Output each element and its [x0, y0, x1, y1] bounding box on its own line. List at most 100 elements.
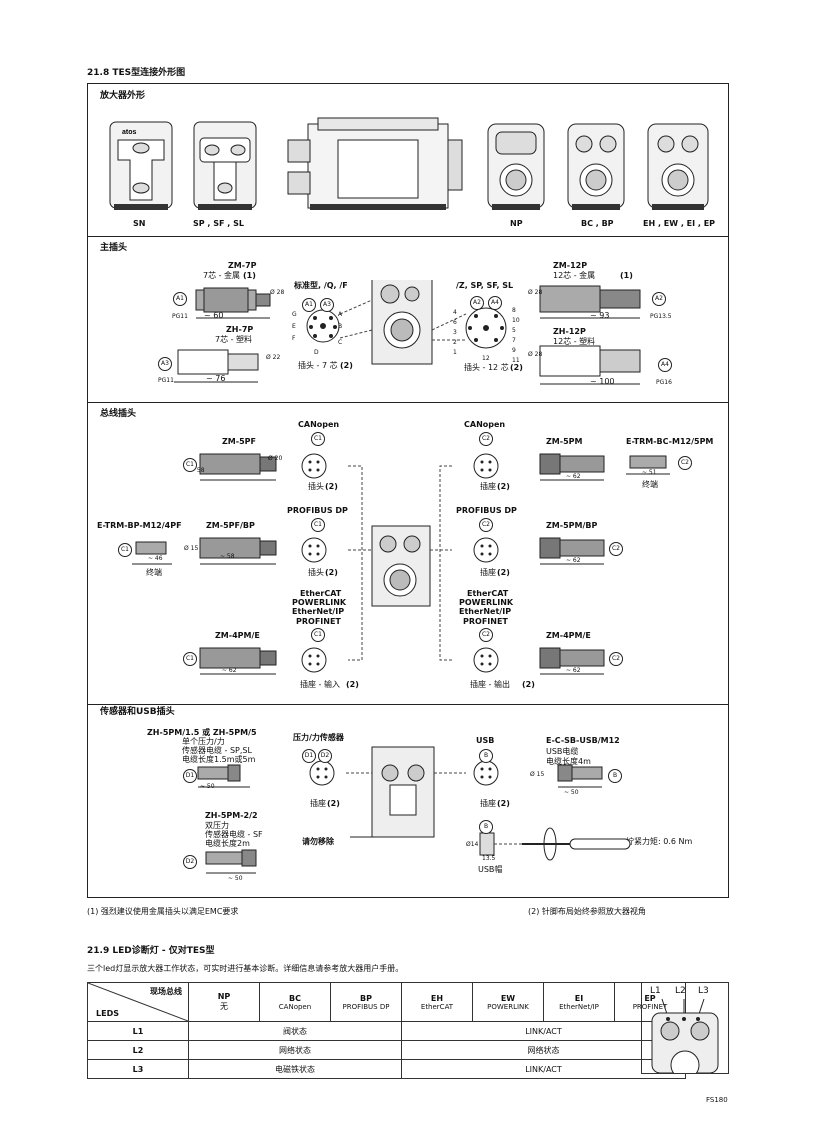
ethernetip-right: EtherNet/IP — [459, 607, 512, 616]
terminal-right: 终端 — [642, 480, 658, 489]
zh12p-title: ZH-12P — [553, 327, 586, 336]
profinet-right: PROFINET — [463, 617, 508, 626]
dim-62c: ~ 62 — [566, 557, 581, 564]
dim-58a: ~ 58 — [190, 467, 205, 474]
dim-dia28b: Ø 28 — [528, 289, 543, 296]
ecsb-line2: 电缆长度4m — [546, 757, 591, 766]
marker-b-cable: B — [608, 769, 622, 783]
usb-title: USB — [476, 736, 495, 745]
corner-bottom: LEDS — [96, 1009, 119, 1018]
marker-d2: D2 — [183, 855, 197, 869]
zm7p-title: ZM-7P — [228, 261, 257, 270]
marker-a3-left: A3 — [158, 357, 172, 371]
alt-plug: 插头 - 12 芯 — [464, 363, 509, 372]
marker-c1-d: C1 — [311, 432, 325, 446]
canopen-right: CANopen — [464, 420, 506, 429]
ecsb-line1: USB电缆 — [546, 747, 579, 756]
marker-a4-right: A4 — [658, 358, 672, 372]
dim-dia15: Ø 15 — [184, 545, 199, 552]
pin12-10: 10 — [512, 317, 520, 324]
corner-cell: 现场总线 LEDS — [87, 982, 189, 1022]
zm12p-note: (1) — [620, 271, 633, 280]
pin12-6: 6 — [453, 319, 457, 326]
footnote-2: (2) 针脚布局始终参照放大器视角 — [528, 907, 646, 916]
zm7p-note: (1) — [243, 271, 256, 280]
marker-b-socket: B — [479, 749, 493, 763]
section-title-21-8: 21.8 TES型连接外形图 — [87, 68, 186, 78]
amp-label-sp: SP , SF , SL — [193, 219, 244, 228]
zm4pme-left: ZM-4PM/E — [215, 631, 260, 640]
pin12-8: 8 — [512, 307, 516, 314]
etrm-bc-title: E-TRM-BC-M12/5PM — [626, 437, 714, 446]
ethercat-right: EtherCAT — [467, 589, 509, 598]
dim-a: ~ 60 — [204, 311, 224, 320]
pin12-7: 7 — [512, 337, 516, 344]
pin12-1: 1 — [453, 349, 457, 356]
pin7-b: B — [338, 323, 343, 330]
zh5pm22-line1: 双压力 — [205, 821, 229, 830]
powerlink-left: POWERLINK — [292, 598, 347, 607]
marker-c2-d: C2 — [678, 456, 692, 470]
alt-note: (2) — [510, 363, 523, 372]
amp-label-bc: BC , BP — [581, 219, 614, 228]
profibus-socket-note: (2) — [497, 568, 510, 577]
pin12-3: 3 — [453, 329, 457, 336]
zh5pm-title: ZH-5PM/1.5 或 ZH-5PM/5 — [147, 728, 257, 737]
terminal-left: 终端 — [146, 568, 162, 577]
dim-51: ~ 51 — [642, 469, 657, 476]
zm12p-sub: 12芯 - 金属 — [553, 271, 596, 280]
profibus-plug-note: (2) — [325, 568, 338, 577]
profinet-left: PROFINET — [296, 617, 341, 626]
marker-d2-socket: D2 — [318, 749, 332, 763]
marker-a1-left: A1 — [173, 292, 187, 306]
amp-label-eh: EH , EW , EI , EP — [643, 219, 716, 228]
canopen-plug-note: (2) — [325, 482, 338, 491]
pin7-c: C — [338, 339, 343, 346]
dim-50b: ~ 50 — [228, 875, 243, 882]
marker-c1-b: C1 — [118, 543, 132, 557]
dim-62b: ~ 62 — [566, 473, 581, 480]
marker-a2-right: A2 — [652, 292, 666, 306]
divider — [88, 704, 728, 705]
marker-c2-e: C2 — [609, 542, 623, 556]
corner-top: 现场总线 — [150, 987, 182, 996]
led-amp-box: L1 L2 L3 — [641, 982, 729, 1080]
zh5pm-line1: 单个压力/力 — [182, 737, 225, 746]
zm5pm-title: ZM-5PM — [546, 437, 583, 446]
std-title: 标准型, /Q, /F — [294, 281, 348, 290]
amp-eh — [647, 123, 709, 210]
pin12-2: 2 — [453, 339, 457, 346]
marker-d1: D1 — [183, 769, 197, 783]
dim-pg11a: PG11 — [172, 313, 188, 320]
pressure-socket: 插座 — [310, 799, 326, 808]
pressure-title: 压力/力传感器 — [293, 733, 344, 742]
dim-pg11b: PG11 — [158, 377, 174, 384]
divider — [88, 402, 728, 403]
dim-62a: ~ 62 — [222, 667, 237, 674]
pin7-d: D — [314, 349, 319, 356]
bus-heading: 总线插头 — [100, 409, 137, 419]
pin7-f: F — [292, 335, 296, 342]
pin12-9: 9 — [512, 347, 516, 354]
amp-side-view — [287, 117, 463, 210]
zh5pm22-line3: 电缆长度2m — [205, 839, 250, 848]
dim-50c: ~ 50 — [564, 789, 579, 796]
ecsb-title: E-C-SB-USB/M12 — [546, 736, 620, 745]
zm5pf-title: ZM-5PF — [222, 437, 256, 446]
marker-c1-a: C1 — [183, 458, 197, 472]
profibus-right: PROFIBUS DP — [456, 506, 517, 515]
zm5pmbp-title: ZM-5PM/BP — [546, 521, 598, 530]
dim-46: ~ 46 — [148, 555, 163, 562]
ethernetip-left: EtherNet/IP — [292, 607, 345, 616]
led-row-l3: L3 电磁铁状态 LINK/ACT — [87, 1059, 686, 1079]
torque: 拧紧力矩: 0.6 Nm — [626, 837, 693, 846]
marker-a2: A2 — [470, 296, 484, 310]
marker-c1-e: C1 — [311, 518, 325, 532]
canopen-plug-label: 插头 — [308, 482, 324, 491]
pin12-12: 12 — [482, 355, 490, 362]
pin7-g: G — [292, 311, 297, 318]
etrm-bp-title: E-TRM-BP-M12/4PF — [97, 521, 182, 530]
zh12p-sub: 12芯 - 塑料 — [553, 337, 596, 346]
